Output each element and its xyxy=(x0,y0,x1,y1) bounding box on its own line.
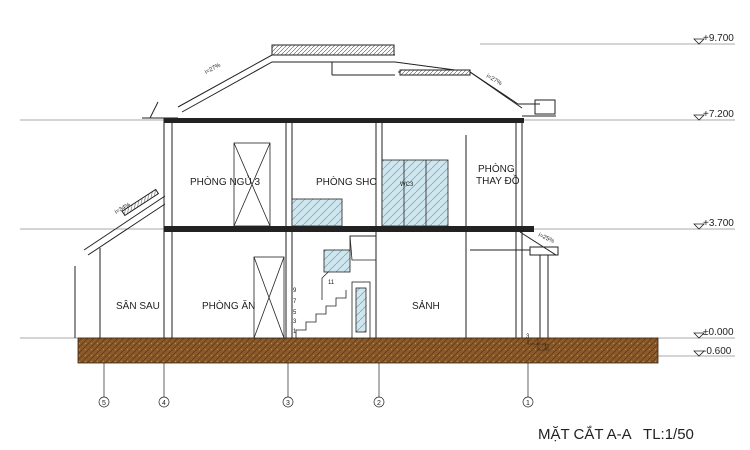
glass-shc xyxy=(291,198,343,227)
step-number: 7 xyxy=(293,299,297,305)
main-roof xyxy=(142,44,556,119)
room-label-backyard: SÂN SAU xyxy=(116,299,160,312)
room-labels: PHÒNG NGỦ 3 PHÒNG SHC WC3 PHÒNG THAY ĐỒ … xyxy=(116,162,520,312)
room-label-wc: WC3 xyxy=(400,182,414,188)
rear-lean-roof xyxy=(74,188,166,338)
stair-step-numbers: 9 7 5 3 1 11 3 1 xyxy=(293,280,548,351)
grid-axis-labels: 5 4 3 2 1 xyxy=(102,400,530,407)
front-canopy-roof xyxy=(519,231,559,338)
ground-soil xyxy=(77,337,659,364)
glass-panels xyxy=(291,159,449,227)
ground-steps xyxy=(527,337,549,351)
step-number: 3 xyxy=(293,319,297,325)
slope-label: i=27% xyxy=(485,74,503,88)
grid-axis-label: 1 xyxy=(526,400,530,407)
room-label-shc: PHÒNG SHC xyxy=(316,175,377,188)
level-markers xyxy=(693,38,705,357)
room-label-dressing-2: THAY ĐỒ xyxy=(476,174,520,187)
level-label: ±0.000 xyxy=(703,327,734,338)
step-mark: 3 xyxy=(526,334,530,340)
stair xyxy=(295,235,377,338)
level-labels: +9.700 +7.200 +3.700 ±0.000 -0.600 xyxy=(703,33,734,357)
step-number: 5 xyxy=(293,310,297,316)
room-label-bedroom: PHÒNG NGỦ 3 xyxy=(190,175,260,188)
step-number: 11 xyxy=(328,280,335,286)
grid-axis-label: 5 xyxy=(102,400,106,407)
room-label-dining: PHÒNG ĂN xyxy=(202,299,255,312)
grid-axis-label: 3 xyxy=(286,400,290,407)
glass-wc xyxy=(381,159,449,227)
drawing-caption: MẶT CẮT A-A TL:1/50 xyxy=(538,425,694,443)
step-number: 1 xyxy=(293,329,297,335)
floor-slabs xyxy=(164,118,534,232)
level-label: +7.200 xyxy=(703,109,734,120)
grid-axes xyxy=(98,363,534,408)
slope-label: i=25% xyxy=(537,232,555,245)
room-label-dressing-1: PHÒNG xyxy=(478,162,515,175)
slope-label: i=27% xyxy=(204,62,222,76)
step-mark: 1 xyxy=(544,345,548,351)
level-label: -0.600 xyxy=(703,346,732,357)
grid-axis-label: 4 xyxy=(162,400,166,407)
step-number: 9 xyxy=(293,288,297,294)
grid-axis-label: 2 xyxy=(377,400,381,407)
level-label: +9.700 xyxy=(703,33,734,44)
room-label-lobby: SẢNH xyxy=(412,299,440,312)
level-label: +3.700 xyxy=(703,218,734,229)
doors xyxy=(233,142,371,339)
